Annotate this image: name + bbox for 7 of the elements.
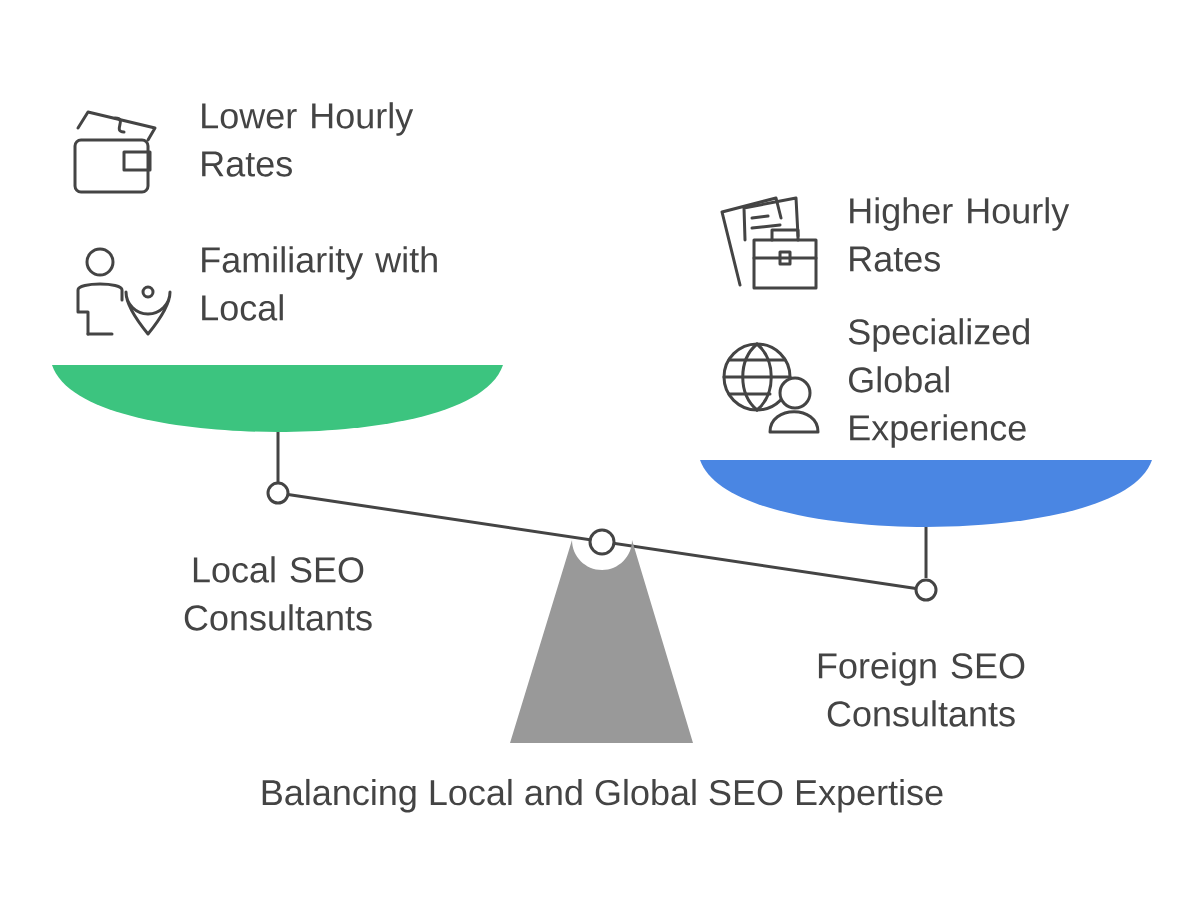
benefit-text: Lower Hourly Rates	[202, 102, 414, 177]
caption: Balancing Local and Global SEO Expertise	[262, 778, 943, 813]
benefit-text: Familiarity with Local	[202, 246, 437, 321]
pan-label: Local SEO Consultants	[184, 556, 372, 631]
pan-label: Foreign SEO Consultants	[818, 652, 1025, 727]
benefit-text: Specialized Global Experience	[848, 318, 1029, 448]
benefit-text: Higher Hourly Rates	[850, 197, 1070, 272]
